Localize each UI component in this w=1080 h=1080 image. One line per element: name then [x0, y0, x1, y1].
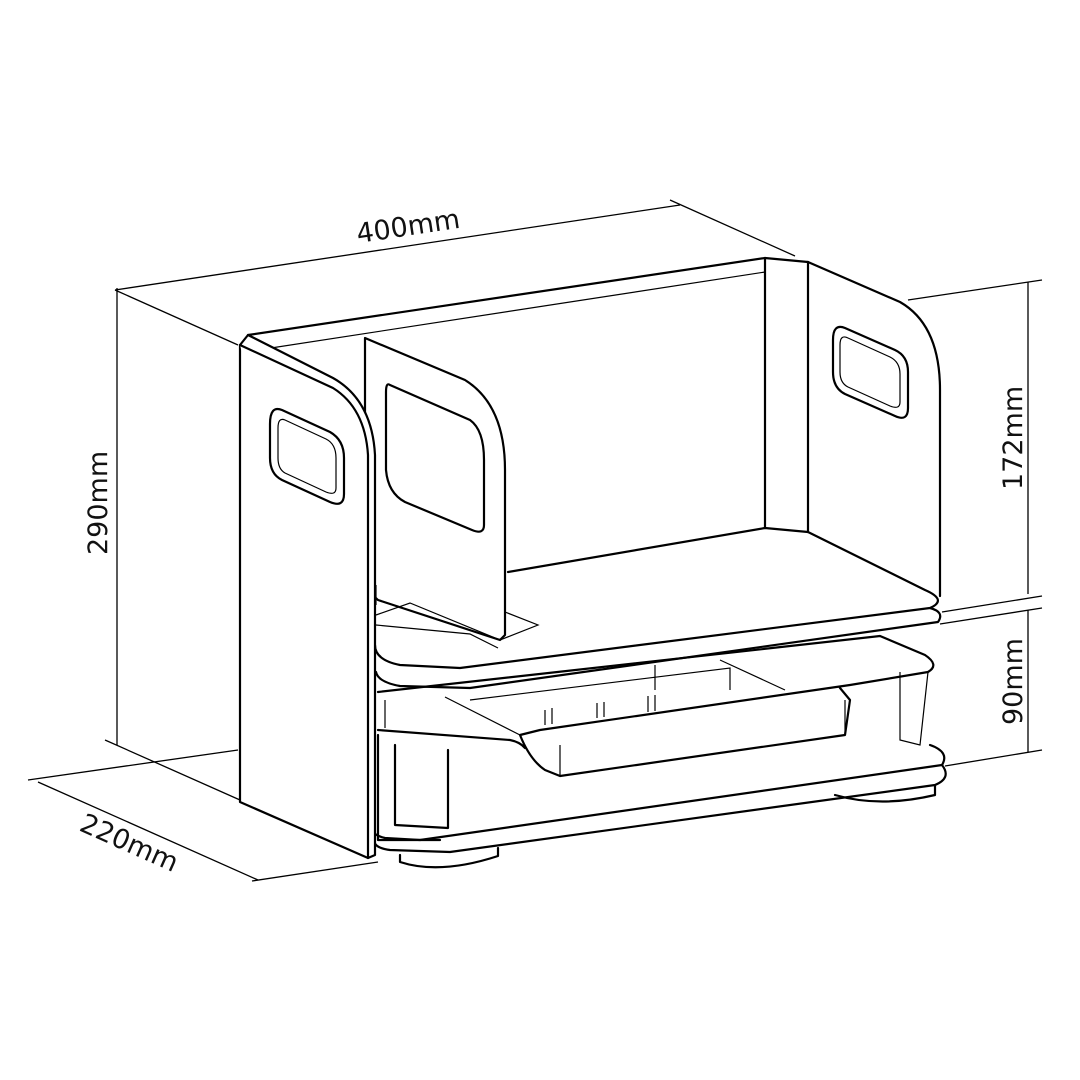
width-label: 400mm [354, 204, 462, 250]
base-plate [370, 743, 947, 869]
right-side-panel [806, 260, 942, 598]
depth-label: 220mm [75, 808, 183, 879]
dimension-upper-height: 172mm [907, 279, 1043, 613]
front-foot [398, 846, 500, 869]
book-divider [363, 336, 540, 649]
lower-height-label: 90mm [998, 638, 1029, 725]
right-handle [831, 325, 910, 419]
height-label: 290mm [83, 451, 114, 555]
drawer [376, 634, 935, 842]
left-side-panel [238, 333, 377, 860]
left-handle [268, 407, 346, 505]
top-shelf [373, 530, 942, 690]
dimension-height: 290mm [83, 288, 241, 801]
dimension-lower-height: 90mm [939, 607, 1043, 767]
dimension-width: 400mm [114, 199, 796, 346]
upper-height-label: 172mm [998, 386, 1029, 490]
back-foot [833, 783, 937, 803]
